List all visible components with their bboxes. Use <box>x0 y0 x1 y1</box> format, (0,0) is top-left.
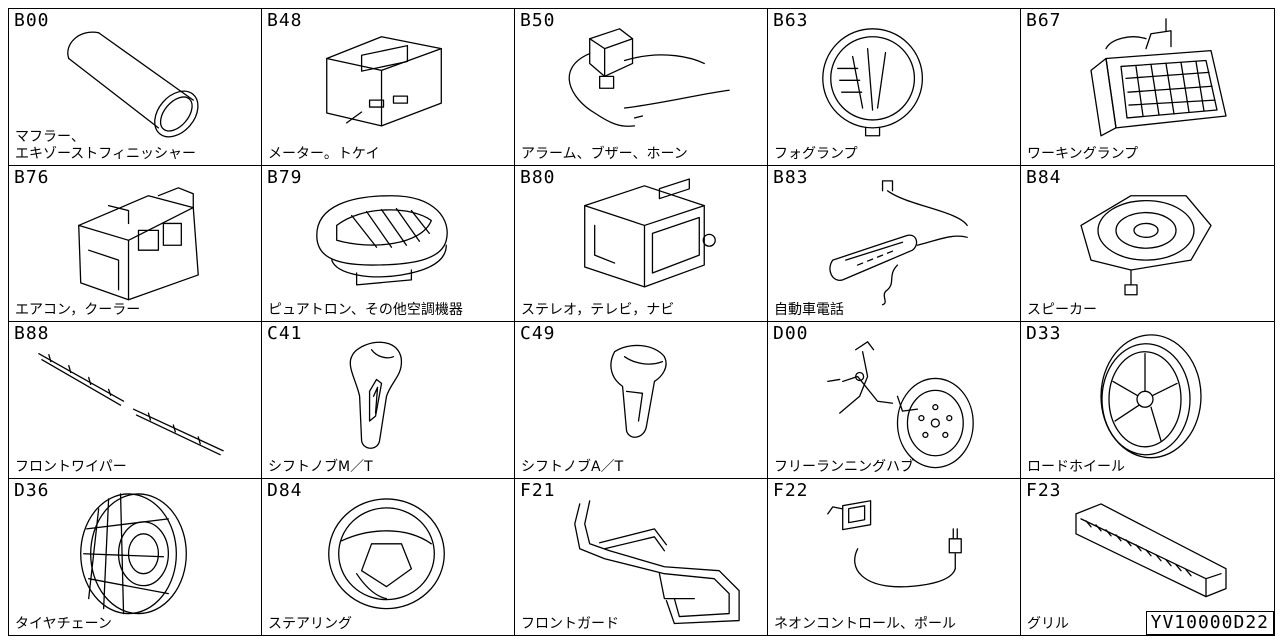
catalog-cell-b83[interactable]: B83 自動車電話 <box>768 165 1021 322</box>
part-label: フロントワイパー <box>15 458 127 475</box>
tire-chain-icon <box>80 492 187 614</box>
grille-icon <box>1075 502 1227 597</box>
part-code: B88 <box>14 323 50 344</box>
part-code: B50 <box>520 10 556 31</box>
part-label: ピュアトロン、その他空調機器 <box>268 302 463 318</box>
part-label: ネオンコントロール、ポール <box>774 616 956 632</box>
accessory-catalog-grid: B00 マフラー、 エキゾーストフィニッシャー B48 メーター。トケイ B50 アラーム… <box>8 8 1275 636</box>
wiper-blade-icon <box>38 353 224 456</box>
shift-knob-manual-icon <box>349 341 403 449</box>
part-code: D00 <box>773 323 809 344</box>
speaker-icon <box>1080 194 1212 295</box>
part-code: B67 <box>1026 10 1062 31</box>
part-label: グリル <box>1027 616 1069 632</box>
catalog-cell-b67[interactable]: B67 ワーキングランプ <box>1021 9 1274 166</box>
part-code: F23 <box>1026 479 1062 501</box>
part-label: タイヤチェーン <box>15 616 112 632</box>
neon-control-icon <box>827 499 962 587</box>
road-wheel-icon <box>1100 334 1202 459</box>
catalog-cell-b00[interactable]: B00 マフラー、 エキゾーストフィニッシャー <box>9 9 262 166</box>
part-label: ワーキングランプ <box>1027 145 1139 162</box>
alarm-buzzer-icon <box>568 28 730 127</box>
catalog-cell-b63[interactable]: B63 フォグランプ <box>768 9 1021 166</box>
part-code: D36 <box>14 479 50 501</box>
catalog-cell-b79[interactable]: B79 ピュアトロン、その他空調機器 <box>262 165 515 322</box>
fog-lamp-icon <box>822 28 924 137</box>
part-code: B00 <box>14 10 50 31</box>
part-code: B76 <box>14 166 50 188</box>
shift-knob-automatic-icon <box>610 344 667 438</box>
catalog-cell-f23[interactable]: F23 グリル <box>1021 478 1274 635</box>
catalog-cell-b84[interactable]: B84 スピーカー <box>1021 165 1274 322</box>
steering-wheel-icon <box>328 497 445 609</box>
part-code: B79 <box>267 166 303 188</box>
part-code: F22 <box>773 479 809 501</box>
car-phone-icon <box>829 179 968 305</box>
meter-clock-icon <box>326 36 442 127</box>
free-running-hub-icon <box>827 341 974 469</box>
part-label: フロントガード <box>521 616 619 632</box>
part-label: 自動車電話 <box>774 302 844 318</box>
catalog-cell-c49[interactable]: C49 シフトノブA／T <box>515 322 768 479</box>
catalog-cell-b76[interactable]: B76 エアコン，クーラー <box>9 165 262 322</box>
catalog-cell-f21[interactable]: F21 フロントガード <box>515 478 768 635</box>
part-label: フォグランプ <box>774 145 858 162</box>
part-label: エアコン，クーラー <box>15 302 141 318</box>
car-stereo-icon <box>584 177 716 287</box>
reference-code: YV10000D22 <box>1145 611 1274 635</box>
part-label: フリーランニングハブ <box>774 458 914 475</box>
catalog-cell-b50[interactable]: B50 アラーム、ブザー、ホーン <box>515 9 768 166</box>
catalog-cell-b88[interactable]: B88 フロントワイパー <box>9 322 262 479</box>
part-label: ロードホイール <box>1027 458 1125 475</box>
catalog-cell-c41[interactable]: C41 シフトノブM／T <box>262 322 515 479</box>
part-code: F21 <box>520 479 556 501</box>
part-label: ステレオ，テレビ，ナビ <box>521 302 675 318</box>
part-code: D84 <box>267 479 303 501</box>
part-code: C41 <box>267 323 303 344</box>
catalog-cell-f22[interactable]: F22 ネオンコントロール、ポール <box>768 478 1021 635</box>
part-code: B83 <box>773 166 809 188</box>
muffler-icon <box>67 31 199 138</box>
catalog-cell-b80[interactable]: B80 ステレオ，テレビ，ナビ <box>515 165 768 322</box>
air-conditioner-icon <box>78 186 199 300</box>
catalog-cell-b48[interactable]: B48 メーター。トケイ <box>262 9 515 166</box>
front-guard-icon <box>574 499 740 624</box>
part-code: B84 <box>1026 166 1062 188</box>
part-label: シフトノブA／T <box>521 458 624 475</box>
part-label: シフトノブM／T <box>268 458 373 475</box>
part-label: ステアリング <box>268 616 352 632</box>
part-code: C49 <box>520 323 556 344</box>
catalog-cell-d00[interactable]: D00 フリーランニングハブ <box>768 322 1021 479</box>
part-code: B63 <box>773 10 809 31</box>
part-label: マフラー、 エキゾーストフィニッシャー <box>15 128 197 162</box>
air-purifier-icon <box>316 194 448 285</box>
catalog-cell-d33[interactable]: D33 ロードホイール <box>1021 322 1274 479</box>
part-code: D33 <box>1026 323 1062 344</box>
part-label: スピーカー <box>1027 302 1097 318</box>
catalog-cell-d36[interactable]: D36 タイヤチェーン <box>9 478 262 635</box>
part-code: B48 <box>267 10 303 31</box>
part-label: メーター。トケイ <box>268 145 380 162</box>
working-lamp-icon <box>1090 18 1227 137</box>
part-code: B80 <box>520 166 556 188</box>
catalog-cell-d84[interactable]: D84 ステアリング <box>262 478 515 635</box>
part-label: アラーム、ブザー、ホーン <box>521 145 688 162</box>
